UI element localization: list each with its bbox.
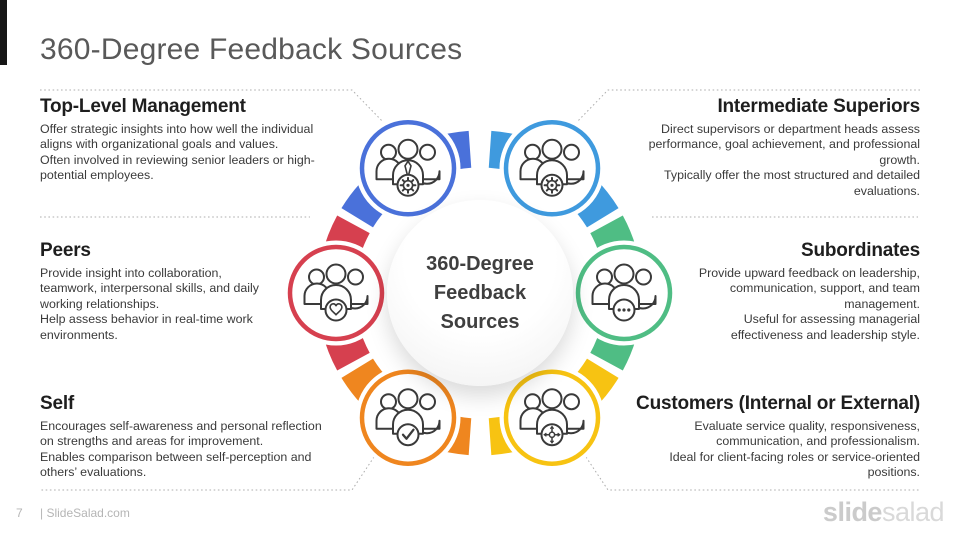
section-self: Self Encourages self-awareness and perso… <box>40 393 372 481</box>
footer-attribution: | SlideSalad.com <box>40 506 130 520</box>
section-heading: Peers <box>40 240 91 261</box>
section-body: Offer strategic insights into how well t… <box>40 122 315 183</box>
node-customers <box>499 365 605 471</box>
gear-badge-icon <box>540 173 564 197</box>
node-peers <box>283 240 389 346</box>
target-badge-icon <box>540 423 564 447</box>
chat-dots-badge-icon <box>612 298 636 322</box>
slidesalad-logo: slidesalad <box>822 497 945 528</box>
check-badge-icon <box>396 423 420 447</box>
section-body: Provide insight into collaboration, team… <box>40 266 259 342</box>
diagram-center-label: 360-Degree Feedback Sources <box>426 252 534 333</box>
leader-line-top-left <box>40 89 387 126</box>
section-heading: Intermediate Superiors <box>717 96 920 117</box>
leader-line-bottom-left <box>40 456 375 491</box>
section-body: Encourages self-awareness and personal r… <box>40 419 322 480</box>
node-subordinates <box>571 240 677 346</box>
section-body: Direct supervisors or department heads a… <box>648 122 920 198</box>
section-intermediate-superiors: Intermediate Superiors Direct supervisor… <box>588 96 921 199</box>
accent-bar <box>0 0 7 65</box>
page-title: 360-Degree Feedback Sources <box>40 33 463 66</box>
leader-line-bottom-right <box>585 456 920 491</box>
leader-line-top-right <box>573 89 920 126</box>
section-heading: Top-Level Management <box>40 96 246 117</box>
node-top-level-management <box>355 115 461 221</box>
section-body: Evaluate service quality, responsiveness… <box>669 419 920 480</box>
diagram-center-circle: 360-Degree Feedback Sources <box>387 200 573 386</box>
logo-text-light: salad <box>881 497 945 527</box>
gear-badge-icon <box>396 173 420 197</box>
section-top-level-management: Top-Level Management Offer strategic ins… <box>40 96 372 184</box>
logo-text-bold: slide <box>822 497 883 527</box>
section-subordinates: Subordinates Provide upward feedback on … <box>588 240 920 343</box>
section-body: Provide upward feedback on leadership, c… <box>698 266 920 342</box>
section-heading: Self <box>40 393 75 414</box>
page-number: 7 <box>16 506 23 520</box>
team-icon <box>519 388 585 435</box>
section-customers: Customers (Internal or External) Evaluat… <box>588 393 920 481</box>
node-intermediate-superiors <box>499 115 605 221</box>
node-self <box>355 365 461 471</box>
heart-badge-icon <box>324 298 348 322</box>
section-peers: Peers Provide insight into collaboration… <box>40 240 372 343</box>
section-heading: Customers (Internal or External) <box>636 393 920 414</box>
section-heading: Subordinates <box>800 240 920 261</box>
